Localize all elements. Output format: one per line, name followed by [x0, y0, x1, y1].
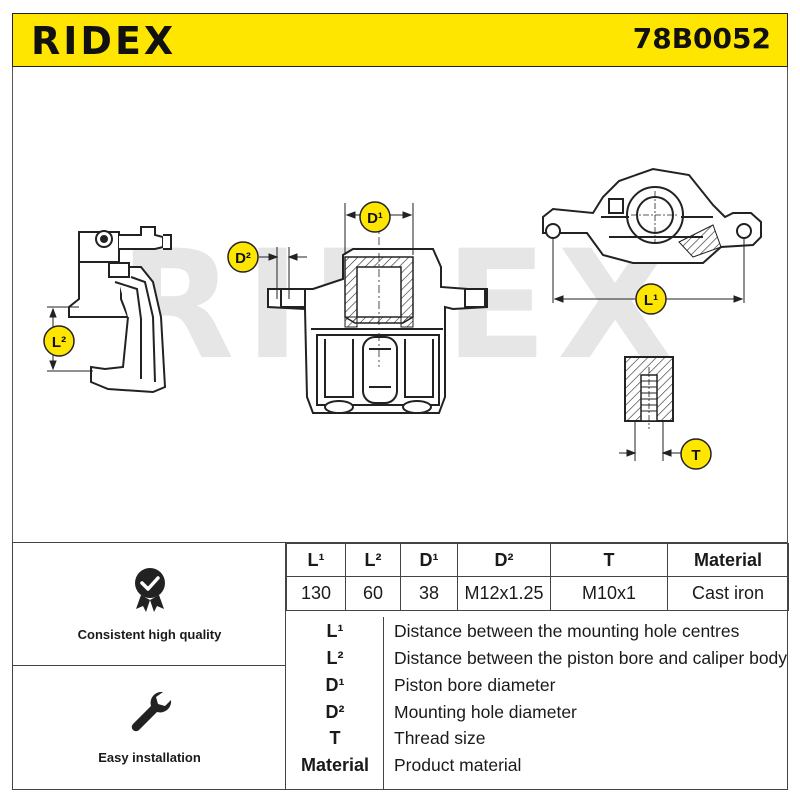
- legend-symbol: L²: [326, 648, 344, 668]
- spec-table: L¹ L² D¹ D² T Material 130 60 38 M12x1.2…: [286, 543, 789, 611]
- brand-logo: RIDEX: [31, 19, 177, 63]
- caliper-drawing-svg: RIDEX: [43, 167, 762, 470]
- l1-callout-label: L¹: [644, 292, 658, 309]
- spec-value-material: Cast iron: [667, 576, 789, 611]
- legend-symbol: Material: [300, 755, 370, 775]
- part-number: 78B0052: [632, 22, 771, 55]
- d2-callout-label: D²: [235, 250, 251, 267]
- d1-callout-label: D¹: [367, 210, 383, 227]
- t-dimension: [619, 421, 681, 461]
- legend-text: Piston bore diameter: [394, 675, 556, 695]
- thread-section: [624, 356, 674, 429]
- d2-callout: D²: [227, 241, 259, 273]
- legend-row: L¹ Distance between the mounting hole ce…: [286, 618, 789, 644]
- legend-row: D¹ Piston bore diameter: [286, 672, 789, 698]
- spec-header-t: T: [550, 543, 668, 577]
- l2-callout: L²: [43, 325, 75, 357]
- feature-installation: Easy installation: [13, 666, 286, 790]
- legend-text: Distance between the mounting hole centr…: [394, 621, 740, 641]
- legend-text: Thread size: [394, 728, 486, 748]
- legend-row: D² Mounting hole diameter: [286, 699, 789, 725]
- d1-callout: D¹: [359, 201, 391, 233]
- spec-value-l2: 60: [345, 576, 401, 611]
- legend-text: Mounting hole diameter: [394, 702, 577, 722]
- spec-panel: Consistent high quality Easy installatio…: [12, 542, 789, 790]
- spec-value-row: 130 60 38 M12x1.25 M10x1 Cast iron: [286, 576, 789, 611]
- wrench-icon: [131, 691, 172, 732]
- legend-symbol: D²: [325, 702, 345, 722]
- legend-row: L² Distance between the piston bore and …: [286, 645, 789, 671]
- legend-symbol: D¹: [325, 675, 345, 695]
- feature-quality: Consistent high quality: [13, 543, 286, 666]
- legend-text: Product material: [394, 755, 522, 775]
- spec-value-t: M10x1: [550, 576, 668, 611]
- spec-header-l2: L²: [345, 543, 401, 577]
- technical-drawing: RIDEX: [12, 67, 788, 543]
- t-callout-label: T: [691, 447, 700, 464]
- l1-callout: L¹: [635, 283, 667, 315]
- legend: L¹ Distance between the mounting hole ce…: [286, 610, 789, 790]
- header-bar: RIDEX 78B0052: [12, 13, 788, 67]
- spec-header-d1: D¹: [400, 543, 458, 577]
- caliper-top-view: [542, 167, 762, 264]
- caliper-side-view: [68, 226, 172, 394]
- caliper-front-view: [267, 248, 488, 414]
- spec-value-d1: 38: [400, 576, 458, 611]
- legend-row: T Thread size: [286, 725, 789, 751]
- legend-symbol: T: [329, 728, 341, 748]
- d2-dimension: [259, 247, 307, 299]
- feature-installation-label: Easy installation: [98, 750, 201, 765]
- spec-value-d2: M12x1.25: [457, 576, 551, 611]
- quality-badge-icon: [135, 568, 165, 612]
- t-callout: T: [680, 438, 712, 470]
- spec-value-l1: 130: [286, 576, 346, 611]
- legend-symbol: L¹: [326, 621, 344, 641]
- spec-header-row: L¹ L² D¹ D² T Material: [286, 543, 789, 577]
- legend-divider: [383, 617, 384, 790]
- spec-header-l1: L¹: [286, 543, 346, 577]
- l2-callout-label: L²: [52, 334, 66, 351]
- spec-header-material: Material: [667, 543, 789, 577]
- spec-header-d2: D²: [457, 543, 551, 577]
- legend-text: Distance between the piston bore and cal…: [394, 648, 788, 668]
- feature-quality-label: Consistent high quality: [77, 627, 222, 642]
- legend-row: Material Product material: [286, 752, 789, 778]
